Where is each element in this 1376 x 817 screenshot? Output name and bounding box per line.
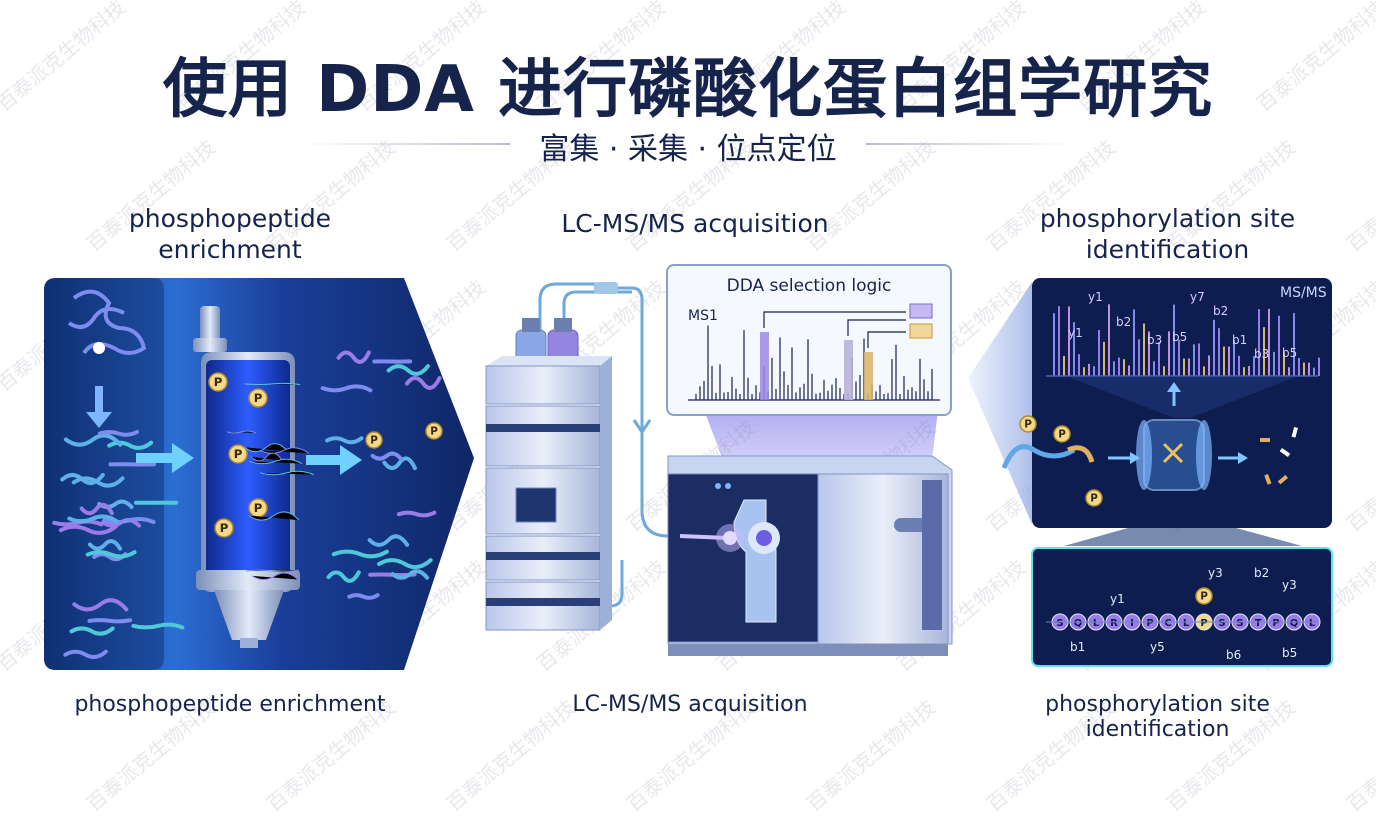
ion-label: b5	[1282, 646, 1297, 660]
svg-text:P: P	[1090, 493, 1098, 505]
msms-slot	[910, 324, 932, 338]
column-oven-window	[516, 488, 556, 522]
svg-text:P: P	[254, 391, 263, 405]
peptide-icon	[89, 620, 130, 621]
ion-label: y1	[1088, 290, 1103, 304]
selected-precursor	[844, 340, 853, 400]
lc-stack	[486, 356, 612, 630]
identification-label: phosphorylation site identification	[1020, 203, 1315, 265]
ion-label: y7	[1190, 290, 1205, 304]
selected-precursor	[864, 352, 873, 400]
ms1-spectrum	[668, 266, 950, 414]
ion-label: b2	[1116, 315, 1131, 329]
ion-label: y1	[1068, 326, 1083, 340]
ion-label: b2	[1213, 304, 1228, 318]
ion-label: y3	[1208, 566, 1223, 580]
svg-text:P: P	[1024, 419, 1032, 431]
page-subtitle: 富集 · 采集 · 位点定位	[0, 124, 1376, 168]
acquisition-caption: LC-MS/MS acquisition	[540, 692, 840, 717]
svg-text:L: L	[1183, 618, 1190, 629]
identification-caption: phosphorylation site identification	[975, 692, 1340, 742]
selected-precursor	[760, 332, 769, 400]
svg-text:P: P	[1200, 591, 1208, 603]
svg-text:P: P	[214, 375, 223, 389]
svg-text:P: P	[370, 435, 378, 447]
collision-cell	[1136, 420, 1212, 490]
page-title: 使用 DDA 进行磷酸化蛋白组学研究	[0, 38, 1376, 130]
svg-text:P: P	[430, 426, 438, 438]
svg-text:P: P	[220, 521, 229, 535]
transfer-line	[618, 288, 672, 536]
subtitle-divider-right	[866, 143, 1076, 145]
svg-text:L: L	[1309, 618, 1316, 629]
protein-bead	[93, 342, 105, 354]
ion-label: b5	[1172, 330, 1187, 344]
svg-text:P: P	[1058, 429, 1066, 441]
ion-label: b1	[1070, 640, 1085, 654]
svg-text:P: P	[1200, 618, 1207, 629]
enrichment-illustration: P P P P P P P	[44, 278, 484, 670]
enrichment-caption: phosphopeptide enrichment	[40, 692, 420, 717]
msms-slot	[910, 304, 932, 318]
mass-spectrometer	[668, 456, 952, 656]
watermark-text: 百泰派克生物科技	[1339, 412, 1376, 537]
ion-label: y3	[1282, 578, 1297, 592]
svg-text:I: I	[1130, 618, 1134, 629]
svg-text:T: T	[1255, 618, 1262, 629]
svg-text:P: P	[234, 447, 243, 461]
svg-text:L: L	[1093, 618, 1100, 629]
enrichment-label: phosphopeptide enrichment	[95, 203, 365, 265]
acquisition-label: LC-MS/MS acquisition	[545, 208, 845, 239]
svg-text:S: S	[1056, 618, 1063, 629]
svg-text:S: S	[1236, 618, 1243, 629]
ion-label: b3	[1254, 347, 1269, 361]
ion-label: b1	[1232, 333, 1247, 347]
svg-text:P: P	[1146, 618, 1153, 629]
svg-text:R: R	[1110, 618, 1118, 629]
svg-text:P: P	[1272, 618, 1279, 629]
watermark-text: 百泰派克生物科技	[1339, 692, 1376, 817]
ion-label: b5	[1282, 346, 1297, 360]
ion-label: b3	[1147, 333, 1162, 347]
ion-label: b2	[1254, 566, 1269, 580]
msms-label: MS/MS	[1280, 285, 1327, 301]
ion-label: b6	[1226, 648, 1241, 662]
svg-text:P: P	[254, 501, 263, 515]
ion-label: y1	[1110, 592, 1125, 606]
svg-text:Q: Q	[1074, 618, 1083, 629]
svg-text:Q: Q	[1290, 618, 1299, 629]
svg-text:C: C	[1164, 618, 1171, 629]
ion-label: y5	[1150, 640, 1165, 654]
svg-text:S: S	[1218, 618, 1225, 629]
dda-inset: DDA selection logic MS1	[666, 264, 952, 416]
